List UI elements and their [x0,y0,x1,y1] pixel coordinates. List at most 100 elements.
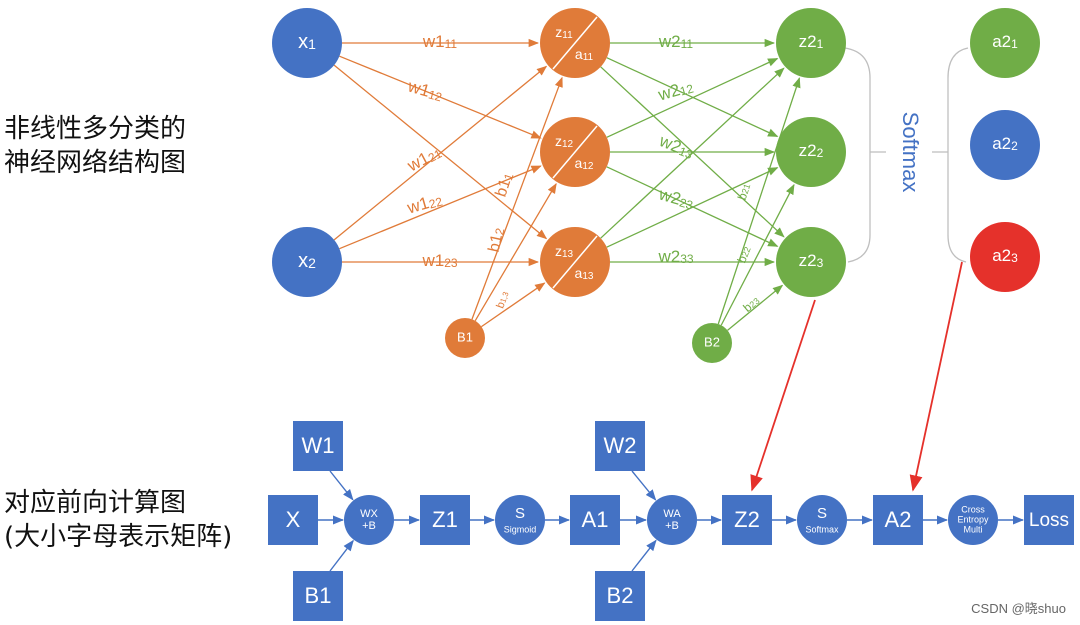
output-z-node-3 [776,227,846,297]
edge-h3-z22 [606,167,779,248]
bias-edge-label-1-3: b1,3 [494,289,511,310]
graph-op-label-op3-2: +B [665,520,679,532]
weight-label-2-3: w213 [656,131,697,162]
weight-label-1-3: w121 [404,142,445,176]
hidden-z-label-2: z12 [555,133,574,150]
graph-op-label-op5-3: Multi [963,524,982,534]
edge-h1-z22 [606,57,779,138]
graph-op-op1 [344,495,394,545]
edge-b2-z23 [727,284,784,331]
graph-op-op3 [647,495,697,545]
bias-label-b2: B2 [704,334,720,349]
graph-title-line-2: (大小字母表示矩阵) [4,522,233,552]
network-title: 非线性多分类的 神经网络结构图 [4,112,186,180]
output-a-label-2: a22 [992,134,1018,153]
graph-op-bottom-op4: Softmax [805,524,839,534]
graph-box-X [268,495,318,545]
edge-h2-z21 [606,57,779,138]
graph-op-label-op3-1: WA [663,508,681,520]
edge-x1-h3 [333,64,548,240]
weight-label-1-1: w111 [422,32,458,51]
graph-edge-W1-op1 [329,470,354,501]
graph-op-label-op1-1: WX [360,508,378,520]
bias-edge-label-2-2: b22 [735,244,754,265]
graph-box-label-B1: B1 [305,583,332,608]
weight-label-1-5: w123 [421,251,457,270]
graph-op-top-op2: S [515,505,525,522]
graph-box-label-X: X [286,507,301,532]
graph-box-Z2 [722,495,772,545]
hidden-a-label-1: a11 [575,46,594,63]
input-node-x1 [272,8,342,78]
graph-box-label-A2: A2 [885,507,912,532]
edge-x2-h2 [339,165,542,250]
output-a-node-3 [970,222,1040,292]
output-a-label-1: a21 [992,32,1018,51]
weight-label-2-1: w211 [658,32,694,51]
hidden-node-divider-3 [552,235,598,289]
hidden-z-label-1: z11 [555,24,573,41]
bias-edge-label-2-1: b21 [735,182,753,202]
output-a-node-2 [970,110,1040,180]
hidden-a-label-3: a13 [575,265,594,282]
network-title-line-1: 非线性多分类的 [4,114,187,144]
edge-b2-z22 [720,183,795,326]
hidden-a-label-2: a12 [575,155,594,172]
graph-box-label-Z1: Z1 [432,507,458,532]
edge-x1-h2 [339,55,542,139]
output-z-label-2: z22 [799,141,824,160]
weight-label-2-2: w212 [655,77,695,105]
edge-h2-z23 [606,166,779,247]
bias-label-b1: B1 [457,329,473,344]
edge-b2-z21 [717,77,801,325]
graph-title: 对应前向计算图 (大小字母表示矩阵) [4,486,232,554]
graph-box-A2 [873,495,923,545]
softmax-bracket-left [844,47,871,263]
softmax-label: Softmax [898,112,923,193]
graph-title-line-1: 对应前向计算图 [4,488,187,518]
graph-box-W2 [595,421,645,471]
graph-op-label-op5-2: Entropy [957,514,989,524]
watermark: CSDN @晓shuo [971,601,1066,616]
input-label-x1: x1 [298,31,316,53]
hidden-node-divider-1 [552,16,598,70]
output-z-node-1 [776,8,846,78]
output-z-label-1: z21 [799,32,824,51]
weight-label-1-2: w112 [405,77,445,105]
weight-label-2-4: w223 [656,185,696,213]
graph-op-op4 [797,495,847,545]
graph-box-label-W2: W2 [604,433,637,458]
output-a-node-1 [970,8,1040,78]
graph-box-label-Z2: Z2 [734,507,760,532]
output-z-label-3: z23 [799,251,824,270]
red-arrow-a23-to-A2 [909,261,963,492]
network-title-line-2: 神经网络结构图 [4,148,187,178]
output-z-node-2 [776,117,846,187]
graph-op-label-op5-1: Cross [961,504,985,514]
graph-box-B2 [595,571,645,621]
bias-edge-label-1-2: b12 [486,226,508,254]
graph-box-Z1 [420,495,470,545]
graph-op-bottom-op2: Sigmoid [504,524,537,534]
weight-label-2-5: w233 [657,247,693,266]
bias-node-b1 [445,318,485,358]
bias-edge-label-2-3: b23 [741,294,763,315]
graph-box-A1 [570,495,620,545]
hidden-z-label-3: z13 [555,243,574,260]
graph-box-label-W1: W1 [302,433,335,458]
graph-box-W1 [293,421,343,471]
edge-b1-h2 [474,182,557,322]
graph-box-label-A1: A1 [582,507,609,532]
edge-b1-h3 [481,282,546,328]
bias-node-b2 [692,323,732,363]
graph-edge-B1-op1 [329,539,354,572]
edge-b1-h1 [471,76,563,320]
edge-x2-h1 [333,65,548,241]
graph-op-top-op4: S [817,505,827,522]
graph-op-op5 [948,495,998,545]
softmax-bracket-right [947,47,969,263]
graph-box-label-B2: B2 [607,583,634,608]
graph-edge-W2-op3 [631,470,657,501]
graph-edge-B2-op3 [631,539,657,572]
